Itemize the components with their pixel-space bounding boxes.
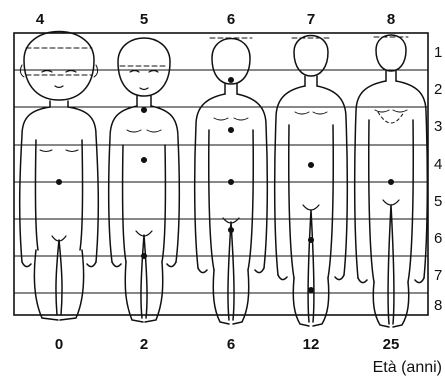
figure-newborn bbox=[20, 32, 99, 321]
figure-age-12 bbox=[275, 36, 348, 327]
header-label: 5 bbox=[140, 11, 148, 28]
header-label: 6 bbox=[227, 11, 235, 28]
row-label: 3 bbox=[434, 118, 442, 135]
row-label: 4 bbox=[434, 156, 442, 173]
row-label: 1 bbox=[434, 44, 442, 61]
row-label: 8 bbox=[434, 297, 442, 314]
age-label: 25 bbox=[383, 336, 400, 353]
row-label: 7 bbox=[434, 267, 442, 284]
age-label: 0 bbox=[55, 336, 63, 353]
header-label: 4 bbox=[36, 11, 45, 28]
row-label: 6 bbox=[434, 230, 442, 247]
row-label: 5 bbox=[434, 193, 442, 210]
figure-age-2 bbox=[109, 38, 180, 322]
figure-age-6 bbox=[195, 38, 268, 324]
header-label: 8 bbox=[387, 11, 395, 28]
age-label: 12 bbox=[303, 336, 320, 353]
header-label: 7 bbox=[307, 11, 315, 28]
age-label: 2 bbox=[140, 336, 148, 353]
figure-adult bbox=[355, 35, 428, 327]
axis-caption: Età (anni) bbox=[373, 359, 442, 376]
age-label: 6 bbox=[227, 336, 235, 353]
row-label: 2 bbox=[434, 81, 442, 98]
